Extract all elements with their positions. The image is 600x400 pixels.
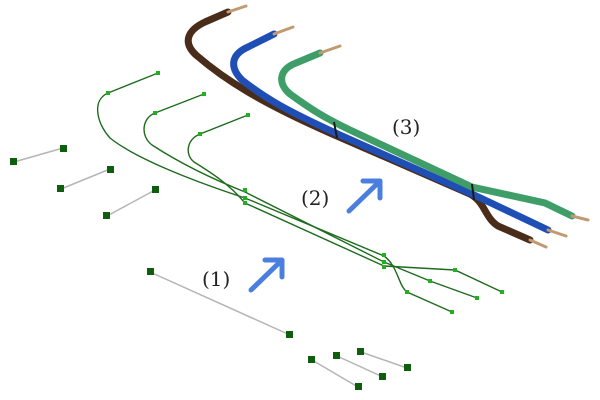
step-label-1: (1) [202, 267, 230, 291]
cable-bands [333, 121, 475, 201]
loose-segment [10, 145, 67, 165]
loose-segment [357, 348, 411, 371]
wire-nodes [106, 71, 504, 314]
routed-wire [143, 93, 478, 299]
loose-segments [10, 145, 411, 390]
cable-green [278, 49, 576, 220]
cable-brown [184, 8, 534, 244]
arrow-up-right-icon [346, 178, 383, 214]
cable-blue [230, 30, 552, 234]
arrow-up-right-icon [248, 257, 285, 293]
step-label-3: (3) [392, 115, 420, 139]
routed-wire [97, 72, 453, 313]
loose-segment [57, 166, 114, 192]
loose-segment [308, 356, 362, 390]
loose-segment [147, 268, 293, 338]
cable-tips [226, 4, 590, 249]
loose-segment [333, 352, 386, 380]
finished-cables [184, 8, 576, 244]
step-label-2: (2) [301, 186, 329, 210]
loose-segment [103, 186, 159, 219]
